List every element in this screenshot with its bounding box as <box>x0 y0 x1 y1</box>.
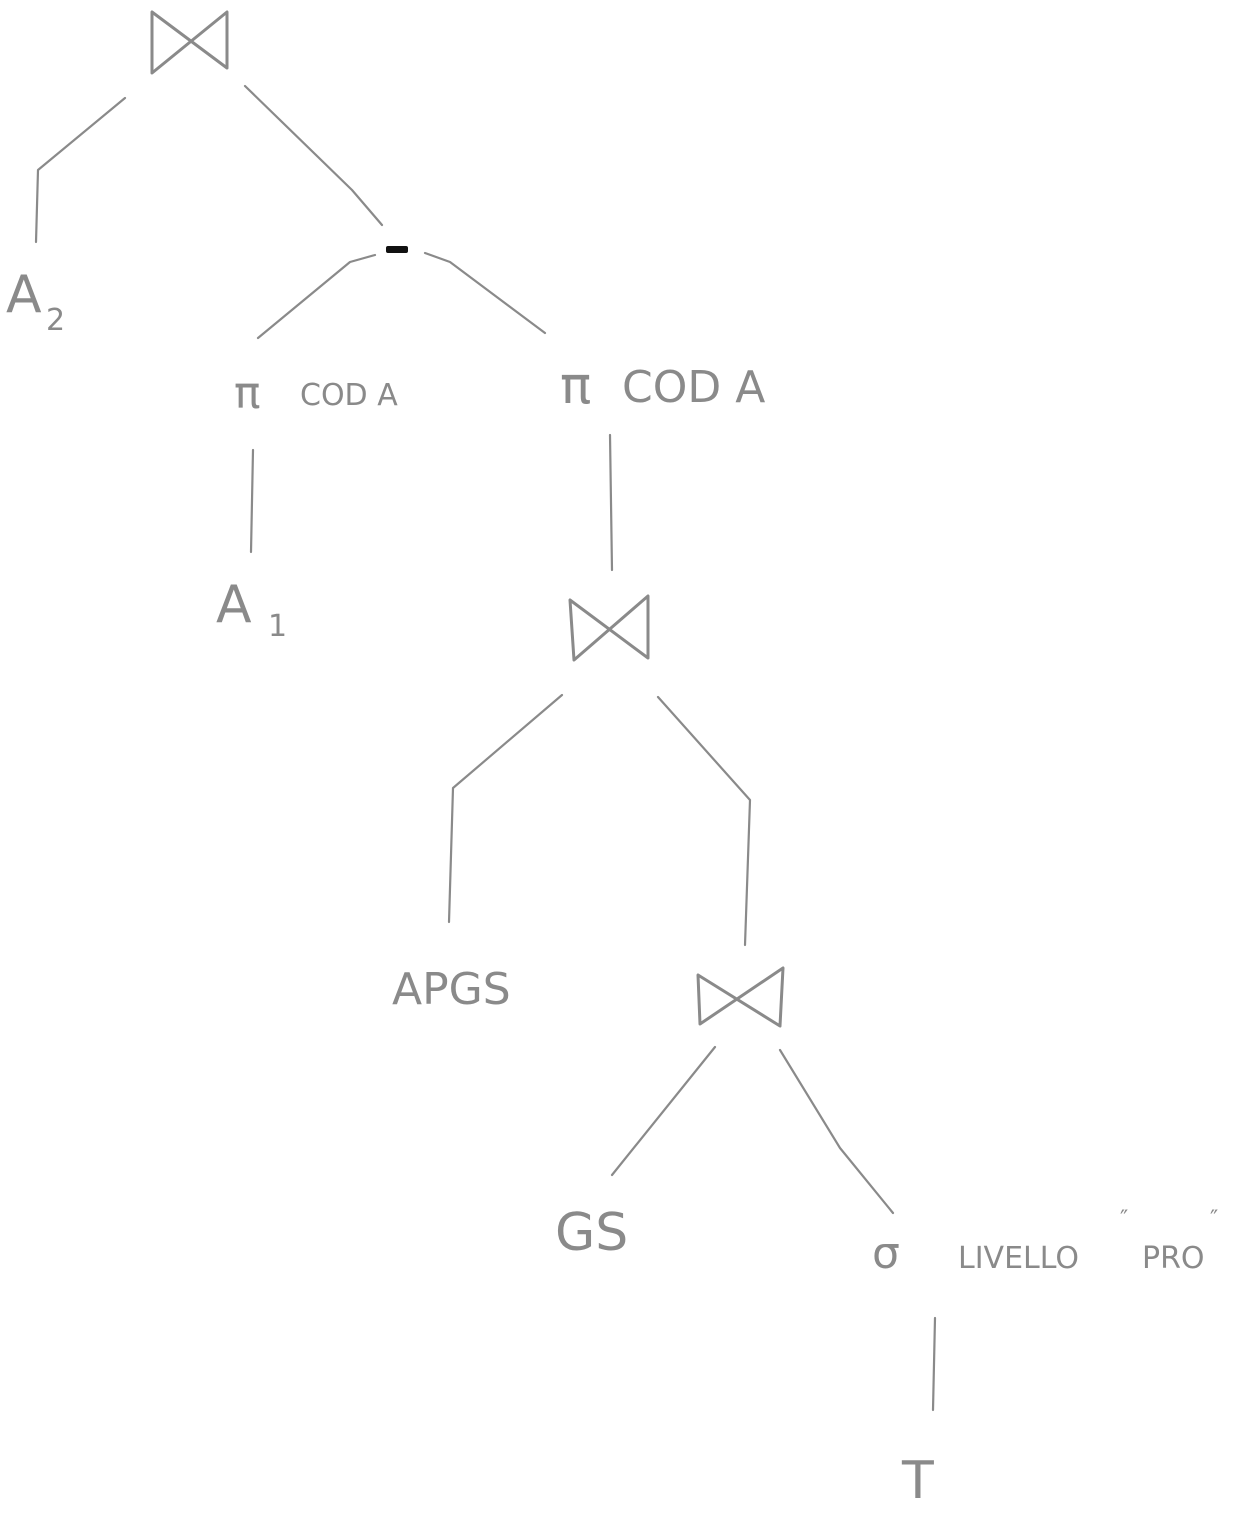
selection-attribute: LIVELLO <box>958 1241 1079 1276</box>
edge-select-to-t <box>931 1316 937 1412</box>
projection-right: π COD A <box>560 356 765 416</box>
relation-a2-name: A <box>6 265 42 325</box>
bowtie-icon <box>150 10 229 75</box>
edge-join-low-to-select <box>778 1048 895 1215</box>
selection-open-quote: ″ <box>1120 1207 1128 1232</box>
edge-root-to-minus <box>243 84 384 227</box>
edge-proj-right-to-join-mid <box>608 433 614 572</box>
projection-right-symbol: π <box>560 356 591 416</box>
bowtie-icon <box>568 594 650 662</box>
relation-a1: A 1 <box>216 575 287 644</box>
edge-minus-to-proj-left <box>256 253 377 340</box>
edge-join-low-to-gs <box>610 1045 717 1177</box>
minus-icon <box>386 246 408 253</box>
projection-right-attribute: COD A <box>622 362 765 413</box>
relation-apgs: APGS <box>392 964 511 1015</box>
selection-symbol: σ <box>872 1228 900 1279</box>
projection-left: π COD A <box>234 368 398 419</box>
edge-minus-to-proj-right <box>423 251 547 335</box>
difference-operator <box>386 246 408 253</box>
relation-gs: GS <box>555 1203 628 1263</box>
relation-a1-name: A <box>216 575 252 635</box>
bowtie-icon <box>696 966 785 1028</box>
lower-join-operator <box>696 966 785 1028</box>
edge-join-mid-to-apgs <box>447 693 564 924</box>
projection-left-attribute: COD A <box>300 378 398 413</box>
edge-proj-left-to-a1 <box>249 448 255 554</box>
relation-a2: A 2 <box>6 265 65 338</box>
root-join-operator <box>150 10 229 75</box>
middle-join-operator <box>568 594 650 662</box>
selection-operator: σ LIVELLO ″ PRO ″ <box>872 1207 1218 1279</box>
edge-join-mid-to-join-low <box>656 695 752 947</box>
selection-value: PRO <box>1142 1241 1205 1276</box>
edge-root-to-a2 <box>34 96 127 244</box>
tree-edges <box>34 84 937 1412</box>
projection-left-symbol: π <box>234 368 261 419</box>
relation-a1-subscript: 1 <box>268 609 287 644</box>
selection-close-quote: ″ <box>1210 1207 1218 1232</box>
relation-a2-subscript: 2 <box>46 303 65 338</box>
relation-t: T <box>901 1451 934 1511</box>
